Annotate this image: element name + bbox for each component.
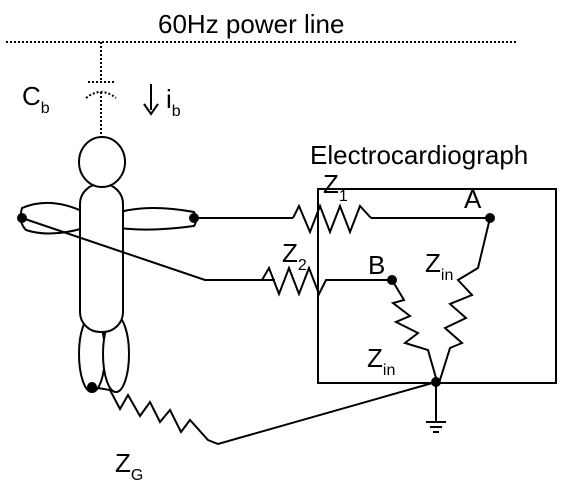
head <box>78 136 126 188</box>
ground-node-dot <box>431 377 441 387</box>
cap-label: Cb <box>22 81 50 117</box>
zin-b-impedance <box>390 279 437 379</box>
node-a-dot <box>485 213 495 223</box>
current-arrow <box>143 84 159 116</box>
current-label: ib <box>166 84 181 120</box>
zin-a-impedance <box>439 217 491 381</box>
torso <box>79 183 124 333</box>
power-line-label: 60Hz power line <box>158 9 344 39</box>
z2-label: Z2 <box>282 238 307 274</box>
z2-lead <box>260 265 392 297</box>
node-a-label: A <box>464 184 482 214</box>
z1-lead <box>194 203 490 235</box>
right-arm <box>119 207 197 231</box>
zin-a-label: Zin <box>425 248 453 284</box>
ground-symbol <box>426 382 446 433</box>
zg-impedance <box>91 381 437 446</box>
foot-electrode <box>87 382 97 392</box>
zin-b-label: Zin <box>367 343 395 379</box>
node-b-label: B <box>368 250 385 280</box>
left-hand-wire <box>21 217 275 281</box>
node-b-dot <box>387 275 397 285</box>
zg-label: ZG <box>115 448 143 484</box>
body-capacitance <box>85 42 117 138</box>
z1-label: Z1 <box>323 169 348 205</box>
node-dots <box>17 213 495 392</box>
human-figure <box>19 136 197 393</box>
right-hand-electrode <box>189 213 199 223</box>
left-hand-electrode <box>17 213 27 223</box>
device-label: Electrocardiograph <box>310 140 528 170</box>
